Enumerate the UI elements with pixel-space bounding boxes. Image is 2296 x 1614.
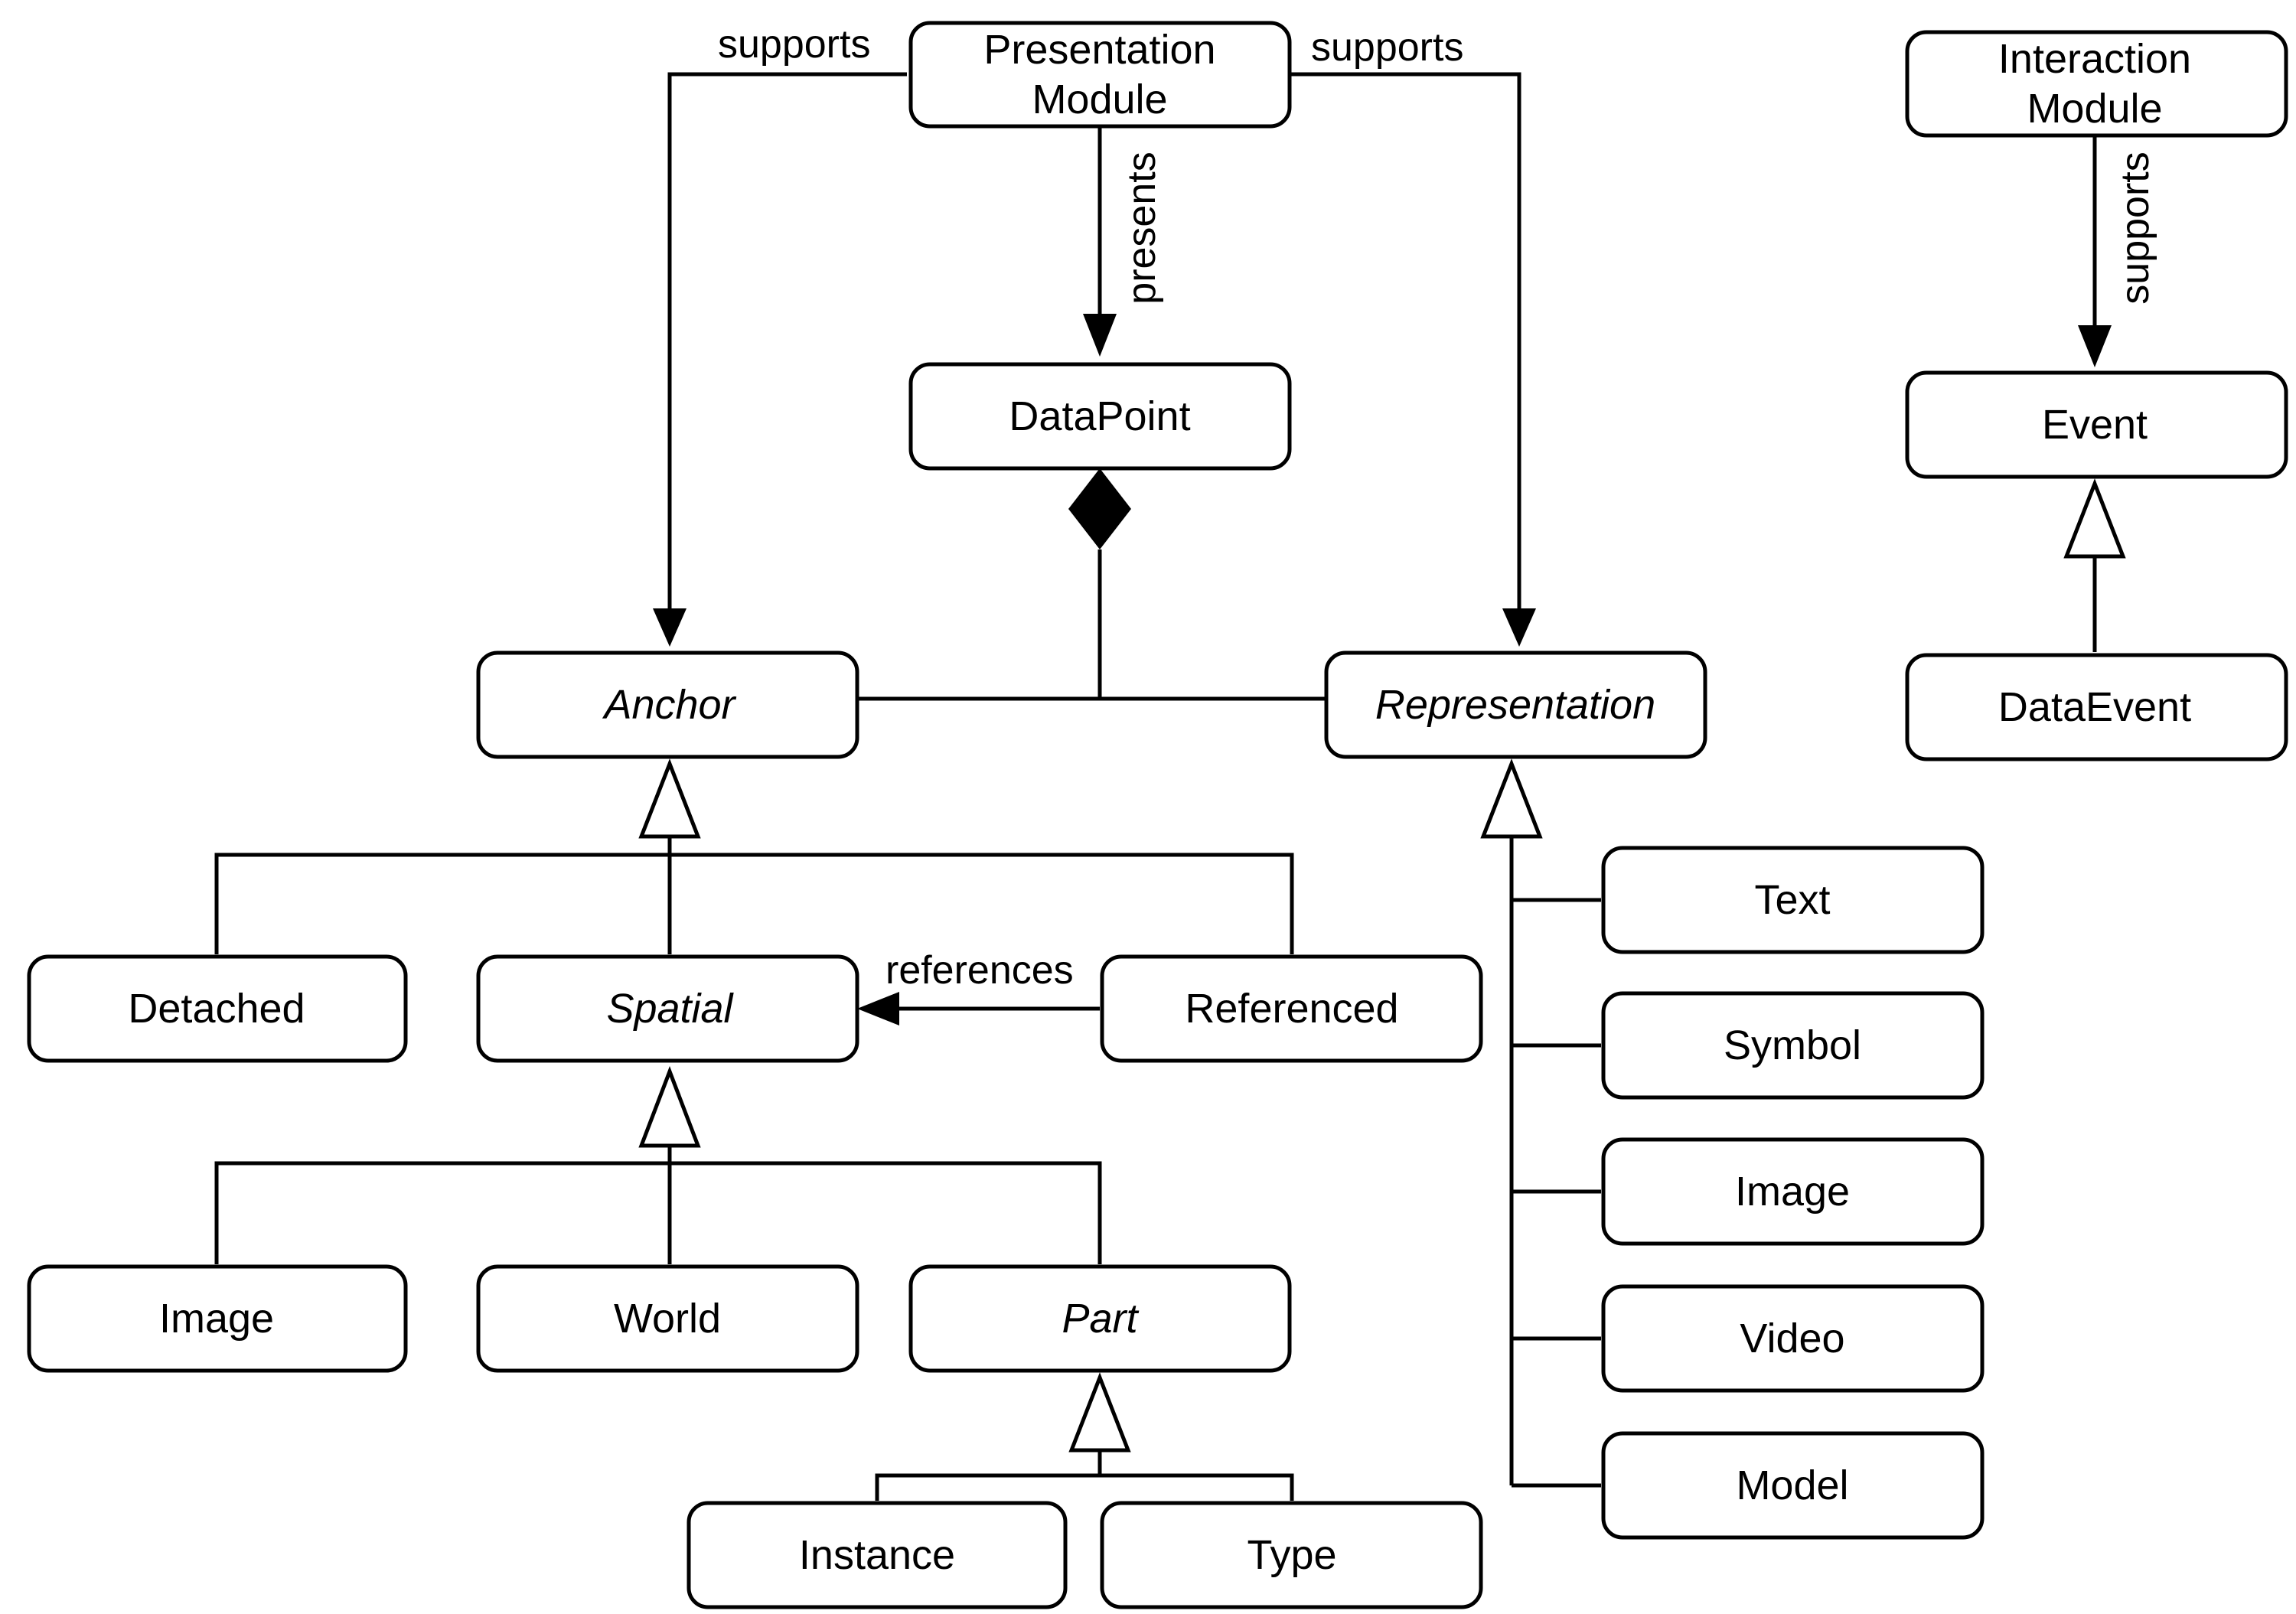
symbol-label: Symbol: [1724, 1022, 1861, 1068]
presentation-module-line2: Module: [1032, 77, 1167, 122]
arrowhead-spatial: [857, 992, 899, 1025]
datapoint-label: DataPoint: [1009, 393, 1190, 439]
class-symbol[interactable]: Symbol: [1601, 991, 1985, 1100]
event-label: Event: [2042, 402, 2148, 448]
interaction-module-line1: Interaction: [1998, 36, 2191, 82]
world-label: World: [614, 1296, 721, 1342]
edge-anchor-subclasses: [214, 853, 1294, 954]
part-label: Part: [1062, 1296, 1139, 1342]
label-supports-right: supports: [1311, 25, 1463, 70]
generalization-representation: [1480, 758, 1543, 839]
arrowhead-event: [2078, 325, 2112, 367]
generalization-anchor: [638, 758, 701, 839]
edge-spatial-subclasses: [214, 1161, 1102, 1264]
label-presents: presents: [1120, 152, 1164, 304]
anchor-label: Anchor: [602, 682, 736, 728]
class-spatial[interactable]: Spatial: [476, 954, 859, 1063]
class-interaction-module[interactable]: Interaction Module: [1905, 30, 2288, 138]
presentation-module-line1: Presentation: [983, 27, 1215, 73]
spatial-label: Spatial: [606, 986, 734, 1032]
class-instance[interactable]: Instance: [687, 1501, 1068, 1609]
dataevent-label: DataEvent: [1998, 684, 2191, 730]
generalization-event: [2063, 478, 2126, 559]
generalization-part: [1068, 1372, 1131, 1453]
arrowhead-representation: [1502, 608, 1536, 647]
image-anchor-label: Image: [159, 1296, 274, 1342]
label-references: references: [885, 948, 1074, 993]
class-text[interactable]: Text: [1601, 846, 1985, 954]
detached-label: Detached: [128, 986, 305, 1032]
text-label: Text: [1754, 877, 1830, 923]
class-presentation-module[interactable]: Presentation Module: [908, 21, 1292, 129]
model-label: Model: [1736, 1462, 1848, 1508]
class-detached[interactable]: Detached: [27, 954, 408, 1063]
label-supports-interaction: supports: [2113, 152, 2157, 304]
class-anchor[interactable]: Anchor: [476, 650, 859, 759]
type-label: Type: [1247, 1532, 1336, 1578]
class-dataevent[interactable]: DataEvent: [1905, 653, 2288, 761]
class-model[interactable]: Model: [1601, 1431, 1985, 1540]
video-label: Video: [1740, 1316, 1844, 1361]
class-datapoint[interactable]: DataPoint: [908, 362, 1292, 471]
class-type[interactable]: Type: [1100, 1501, 1483, 1609]
class-image-anchor[interactable]: Image: [27, 1264, 408, 1373]
edge-part-subclasses: [875, 1473, 1294, 1501]
label-supports-left: supports: [718, 22, 870, 67]
arrowhead-anchor: [653, 608, 687, 647]
class-referenced[interactable]: Referenced: [1100, 954, 1483, 1063]
class-event[interactable]: Event: [1905, 370, 2288, 479]
class-world[interactable]: World: [476, 1264, 859, 1373]
class-representation[interactable]: Representation: [1324, 650, 1707, 759]
edge-supports-representation: [1290, 72, 1521, 612]
representation-label: Representation: [1375, 682, 1655, 728]
interaction-module-line2: Module: [2027, 86, 2162, 132]
image-repr-label: Image: [1735, 1169, 1850, 1215]
class-video[interactable]: Video: [1601, 1284, 1985, 1393]
referenced-label: Referenced: [1185, 986, 1398, 1032]
generalization-spatial: [638, 1065, 701, 1148]
composition-diamond: [1068, 468, 1131, 549]
class-image-representation[interactable]: Image: [1601, 1137, 1985, 1246]
arrowhead-datapoint: [1083, 314, 1117, 357]
instance-label: Instance: [799, 1532, 955, 1578]
edge-supports-anchor: [667, 72, 907, 612]
class-part[interactable]: Part: [908, 1264, 1292, 1373]
